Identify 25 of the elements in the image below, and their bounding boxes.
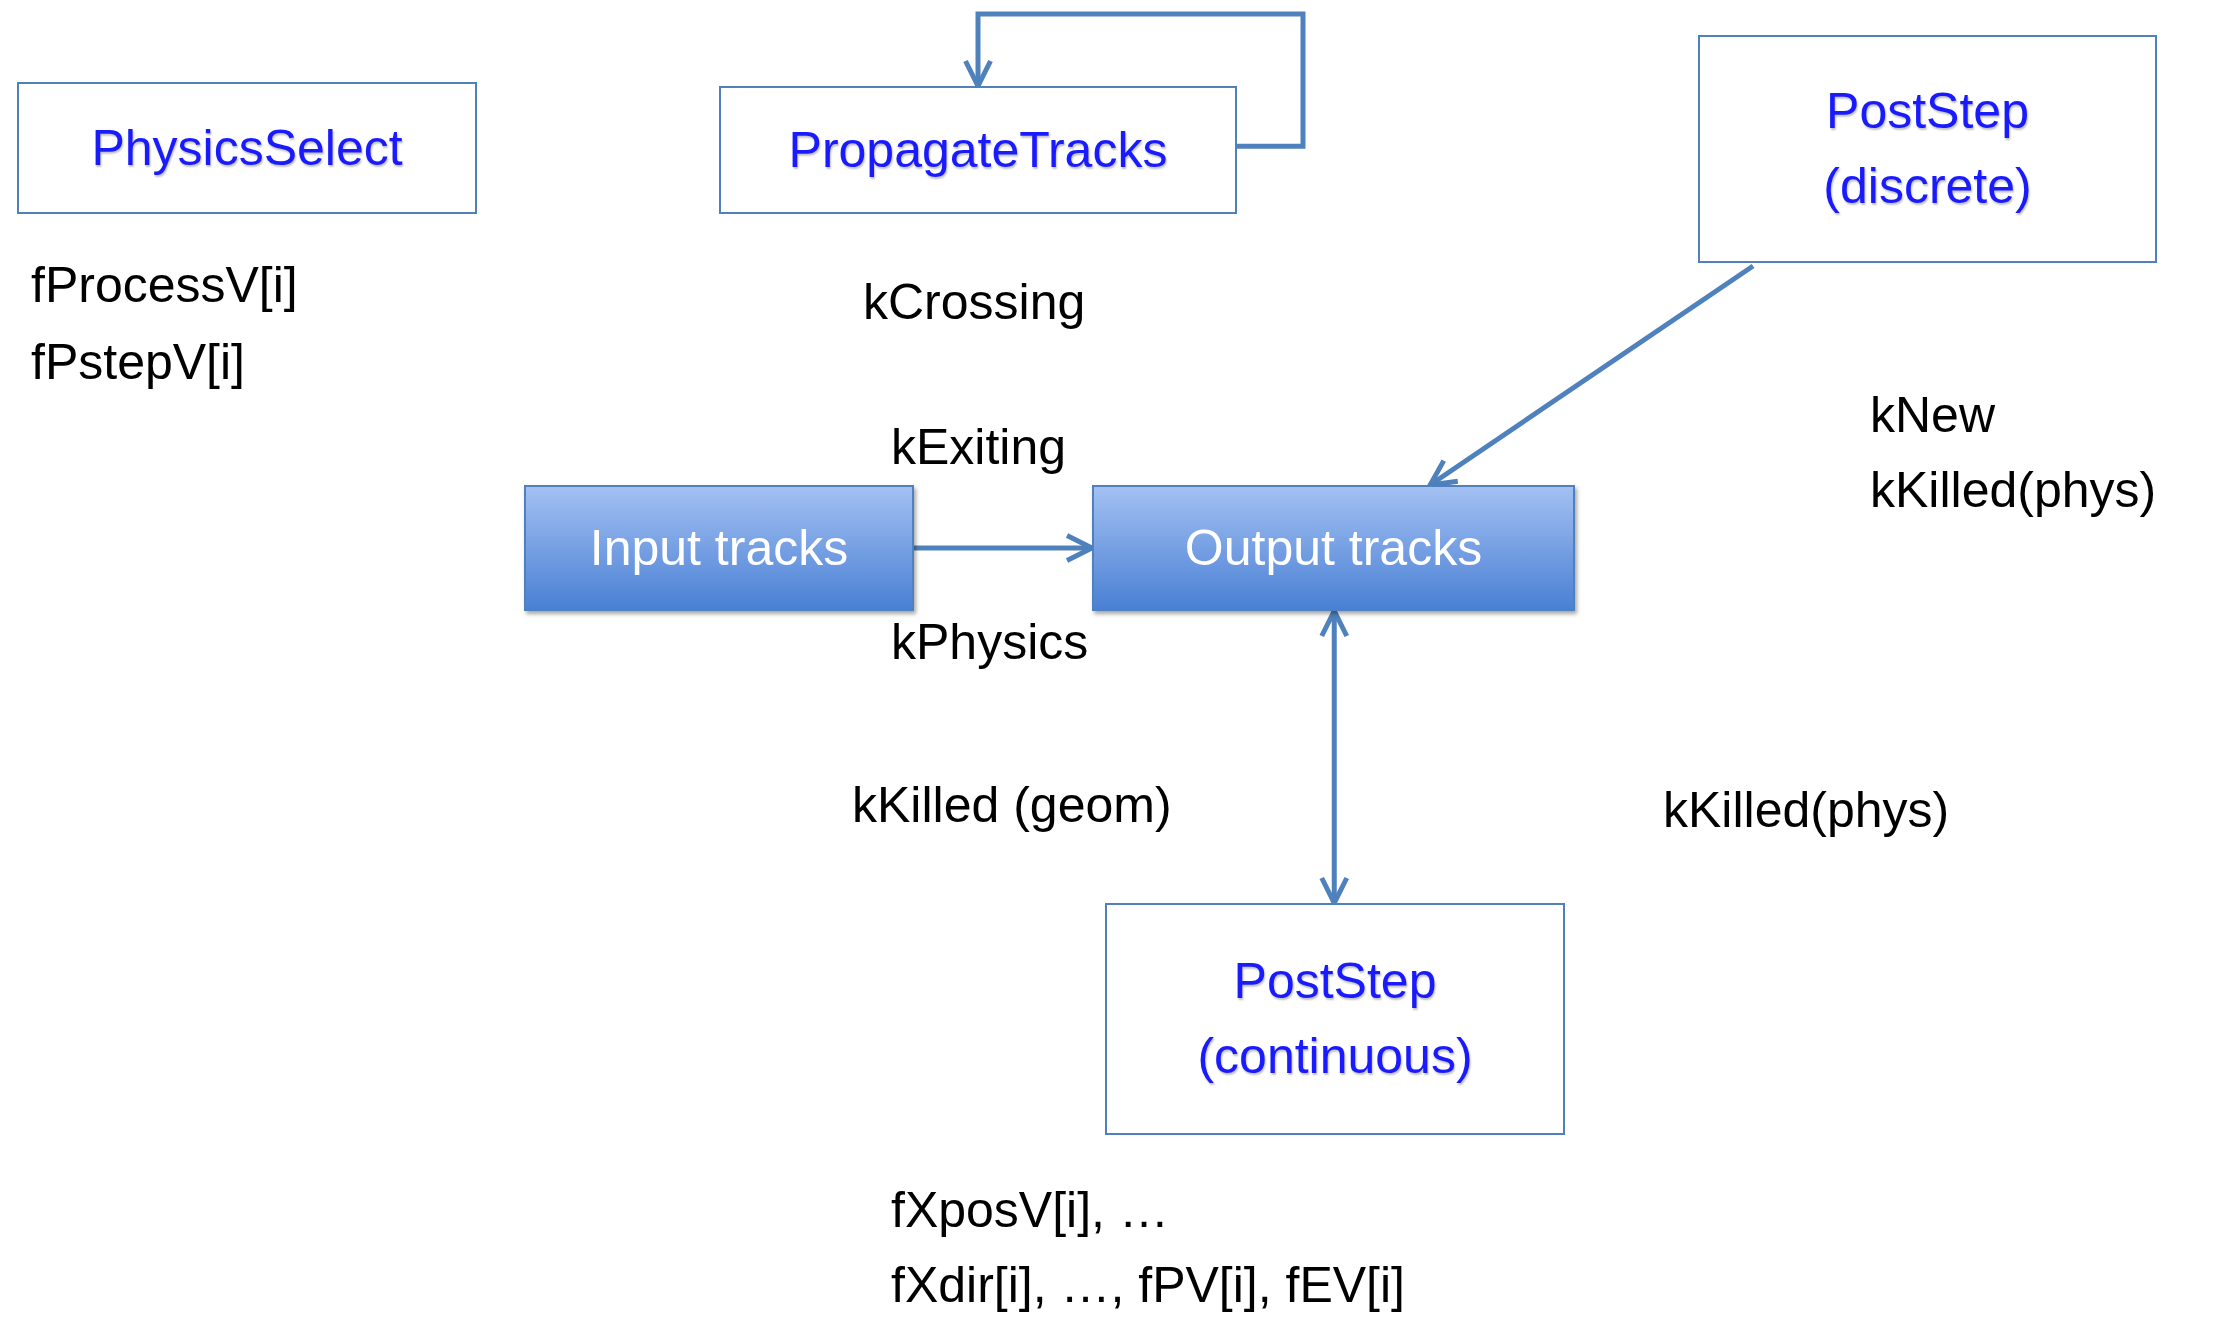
status-label: fXposV[i], … xyxy=(891,1181,1169,1240)
box-label: PropagateTracks xyxy=(787,120,1169,180)
status-label: kCrossing xyxy=(863,273,1086,332)
box-label: Output tracks xyxy=(1183,519,1484,578)
box-label: PostStep (continuous) xyxy=(1196,952,1474,1086)
box-label: PhysicsSelect xyxy=(90,118,404,178)
arrow xyxy=(963,11,1306,149)
arrow xyxy=(1427,263,1755,488)
process-box xyxy=(524,485,914,611)
outlined-box xyxy=(719,86,1237,214)
status-label: fPstepV[i] xyxy=(31,333,245,392)
status-label: fXdir[i], …, fPV[i], fEV[i] xyxy=(891,1256,1405,1315)
status-label: kKilled(phys) xyxy=(1870,461,2157,520)
box-label: Input tracks xyxy=(588,519,850,578)
status-label: kNew xyxy=(1870,386,1996,445)
outlined-box xyxy=(1105,903,1565,1135)
status-label: kKilled(phys) xyxy=(1663,781,1950,840)
status-label: kPhysics xyxy=(891,613,1089,672)
box-label: PostStep (discrete) xyxy=(1822,82,2033,216)
status-label: kExiting xyxy=(891,418,1067,477)
outlined-box xyxy=(17,82,477,214)
status-label: fProcessV[i] xyxy=(31,256,298,315)
process-box xyxy=(1092,485,1575,611)
outlined-box xyxy=(1698,35,2157,263)
status-label: kKilled (geom) xyxy=(852,776,1172,835)
